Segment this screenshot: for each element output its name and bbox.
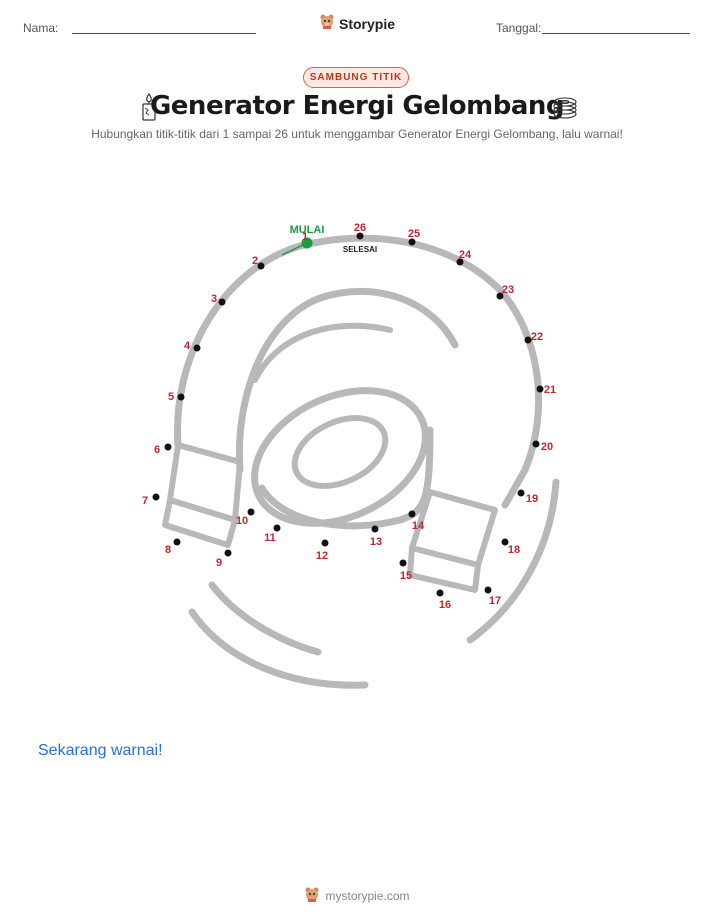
dot-22[interactable] — [524, 336, 532, 344]
dot-24[interactable] — [456, 258, 464, 266]
dot-9[interactable] — [224, 549, 232, 557]
dot-label-18: 18 — [508, 544, 520, 556]
dot-label-9: 9 — [216, 557, 222, 569]
dot-label-12: 12 — [316, 550, 328, 562]
name-label: Nama: — [23, 21, 59, 35]
dot-17[interactable] — [484, 586, 492, 594]
brand-header: Storypie — [0, 13, 714, 34]
dot-3[interactable] — [218, 298, 226, 306]
color-prompt: Sekarang warnai! — [38, 742, 163, 759]
dot-label-17: 17 — [489, 595, 501, 607]
dot-label-1: 1 — [302, 231, 308, 243]
dot-label-11: 11 — [264, 532, 276, 544]
dot-25[interactable] — [408, 238, 416, 246]
instructions: Hubungkan titik-titik dari 1 sampai 26 u… — [91, 127, 623, 141]
dot-label-6: 6 — [154, 444, 160, 456]
dot-8[interactable] — [173, 538, 181, 546]
end-label: SELESAI — [343, 245, 377, 254]
date-label: Tanggal: — [496, 21, 542, 35]
dot-label-24: 24 — [459, 249, 472, 261]
magnet-outline — [162, 234, 560, 689]
dot-21[interactable] — [536, 385, 544, 393]
dot-label-21: 21 — [544, 384, 556, 396]
dot-13[interactable] — [371, 525, 379, 533]
dot-19[interactable] — [517, 489, 525, 497]
dot-label-23: 23 — [502, 284, 514, 296]
dot-23[interactable] — [496, 292, 504, 300]
dot-14[interactable] — [408, 510, 416, 518]
dot-5[interactable] — [177, 393, 185, 401]
dot-label-20: 20 — [541, 441, 553, 453]
storypie-logo-icon — [304, 886, 320, 905]
brand-name: Storypie — [338, 15, 395, 32]
dot-label-16: 16 — [439, 599, 451, 611]
candle-icon — [139, 92, 159, 127]
storypie-logo-icon — [319, 13, 335, 34]
start-dot — [301, 237, 313, 249]
name-line[interactable] — [72, 33, 256, 34]
dot-label-7: 7 — [142, 495, 148, 507]
dot-label-5: 5 — [168, 391, 174, 403]
dot-label-13: 13 — [370, 536, 382, 548]
dot-2[interactable] — [257, 262, 265, 270]
dot-10[interactable] — [247, 508, 255, 516]
dot-4[interactable] — [193, 344, 201, 352]
dot-11[interactable] — [273, 524, 281, 532]
dot-16[interactable] — [436, 589, 444, 597]
dot-label-25: 25 — [408, 228, 420, 240]
start-label: MULAI — [290, 224, 325, 236]
dot-label-22: 22 — [531, 331, 543, 343]
dot-label-4: 4 — [184, 340, 191, 352]
dot-12[interactable] — [321, 539, 329, 547]
footer: mystorypie.com — [0, 886, 714, 905]
footer-url: mystorypie.com — [325, 888, 410, 903]
dot-label-10: 10 — [236, 515, 248, 527]
dot-15[interactable] — [399, 559, 407, 567]
page-title: Generator Energi Gelombang — [149, 91, 565, 121]
date-line[interactable] — [542, 33, 690, 34]
dot-20[interactable] — [532, 440, 540, 448]
dot-label-8: 8 — [165, 544, 171, 556]
dot-label-14: 14 — [412, 520, 425, 532]
dot-label-19: 19 — [526, 493, 538, 505]
dot-7[interactable] — [152, 493, 160, 501]
coil-icon — [551, 94, 579, 127]
activity-badge: SAMBUNG TITIK — [303, 67, 409, 88]
dot-26[interactable] — [356, 232, 364, 240]
dot-label-3: 3 — [211, 293, 217, 305]
dot-18[interactable] — [501, 538, 509, 546]
dot-label-15: 15 — [400, 570, 412, 582]
dot-label-2: 2 — [252, 255, 258, 267]
dot-label-26: 26 — [354, 222, 366, 234]
dot-6[interactable] — [164, 443, 172, 451]
